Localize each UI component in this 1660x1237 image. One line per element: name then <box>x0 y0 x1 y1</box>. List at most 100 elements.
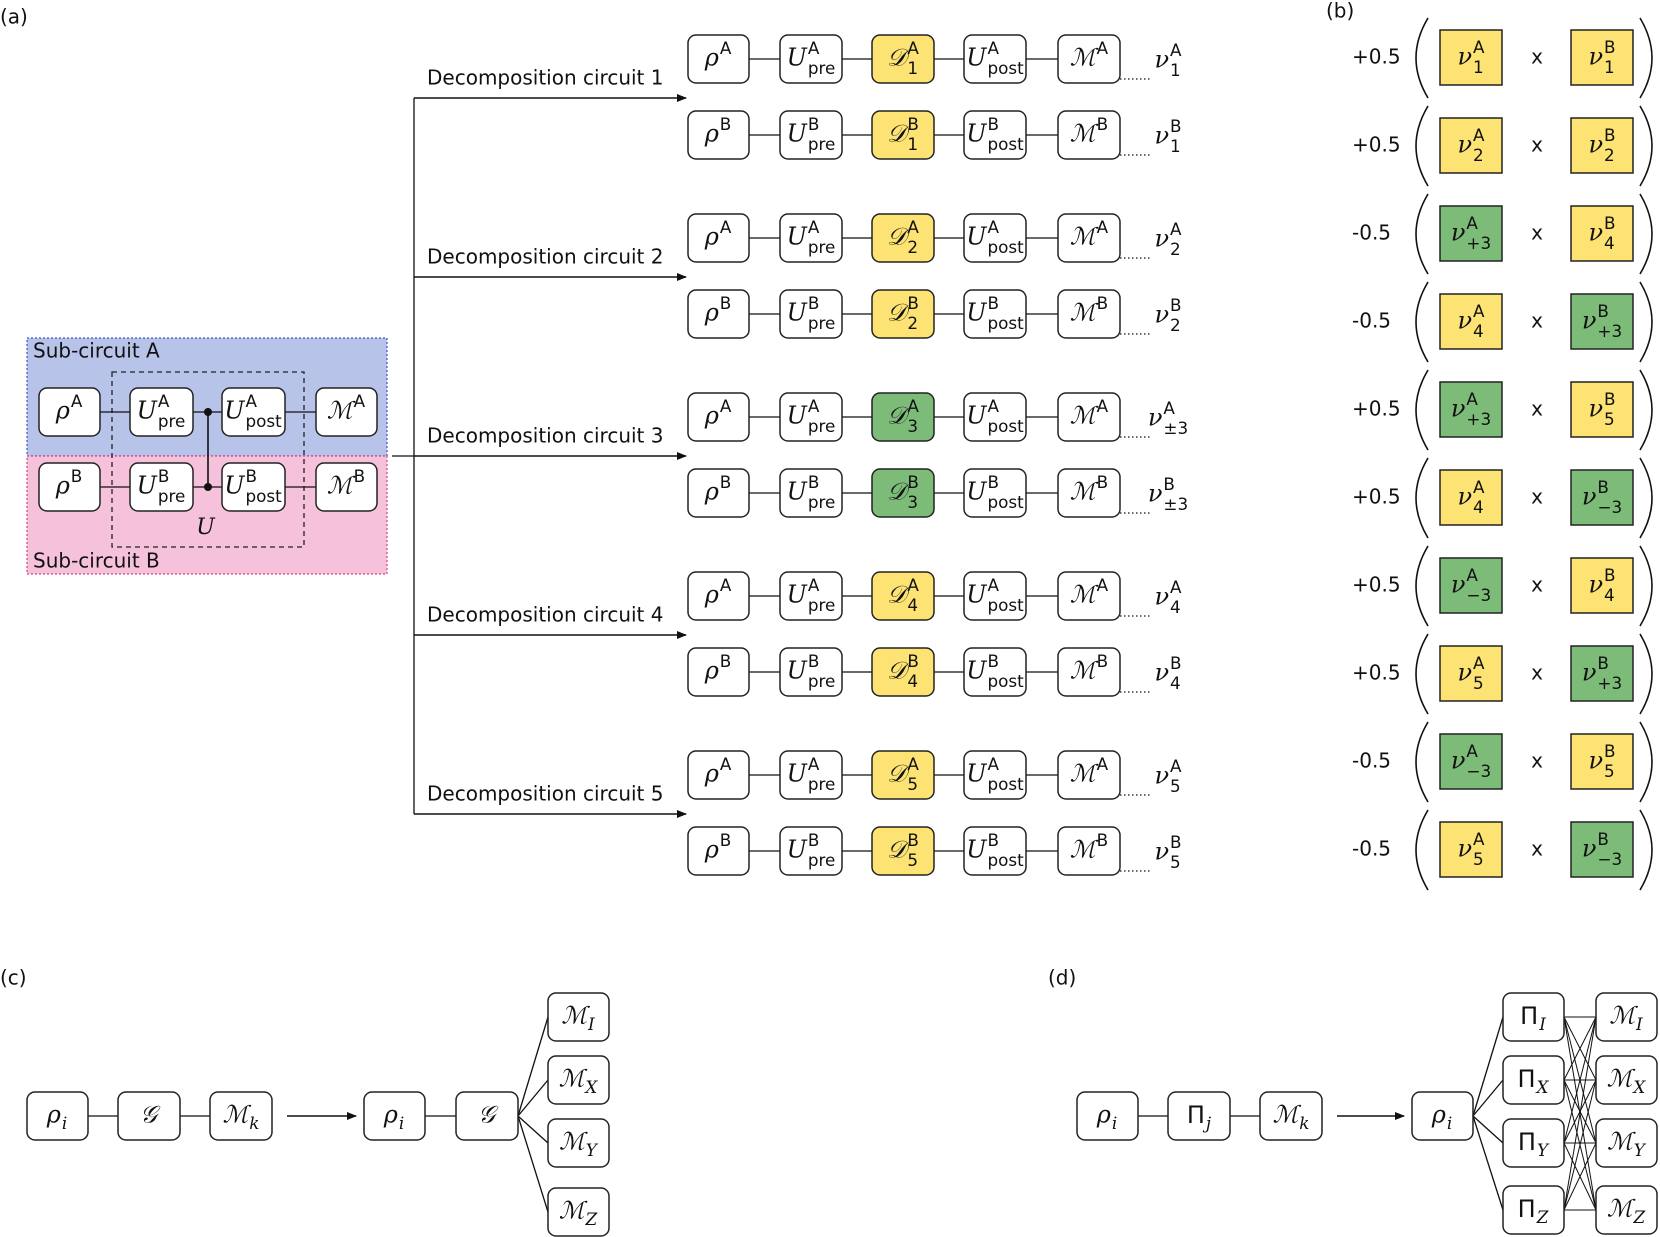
circ4-a-d-superscript: A <box>907 575 919 595</box>
combo-row-6-times: x <box>1531 485 1543 509</box>
combo-row-4-a-term-superscript: A <box>1473 301 1485 321</box>
circ2-b-upost-box <box>963 289 1027 339</box>
combo-row-9-b-box <box>1570 733 1634 790</box>
circ5-a-rho-symbol: ρ <box>704 760 719 788</box>
circ3-a-upre-superscript: A <box>808 396 820 416</box>
combo-row-4-coefficient: -0.5 <box>1352 309 1391 333</box>
orig-upost-b-symbol: U <box>224 472 245 500</box>
c-gate-box <box>117 1091 181 1141</box>
circ4-a-upre-box <box>779 571 843 621</box>
d-meas-subscript: k <box>1299 1113 1309 1133</box>
circ4-b-upost-superscript: B <box>987 651 999 671</box>
combo-row-8-b-box <box>1570 645 1634 702</box>
circ1-a-meas-symbol: ℳ <box>1070 44 1099 72</box>
circ3-b-d-box <box>871 468 935 518</box>
combo-row-7-a-term-symbol: ν <box>1451 571 1466 599</box>
circ5-a-upre-symbol: U <box>787 760 808 788</box>
circ4-a-upost-superscript: A <box>987 575 999 595</box>
d-cross-line-X-I <box>1563 1016 1597 1081</box>
circ4-a-upre-symbol: U <box>787 581 808 609</box>
circ5-a-rho-box <box>687 750 750 800</box>
combo-row-5-right-paren <box>1639 369 1653 451</box>
circ5-b-upre-subscript: pre <box>808 850 836 870</box>
circ5-b-meas-symbol: ℳ <box>1070 836 1099 864</box>
combo-row-1-left-paren <box>1415 17 1429 99</box>
combo-row-1-a-term-symbol: ν <box>1457 43 1472 71</box>
d-rho-box <box>1076 1091 1139 1141</box>
combo-row-7-b-term-superscript: B <box>1604 565 1616 585</box>
circ1-a-upost-box <box>963 34 1027 84</box>
orig-rho-a-superscript: A <box>71 391 83 411</box>
combo-row-5-b-box <box>1570 381 1634 438</box>
combo-row-7-a-term-superscript: A <box>1466 565 1478 585</box>
circ1-a-output-subscript: 1 <box>1170 60 1181 80</box>
d-proj-box <box>1167 1091 1231 1141</box>
circ1-b-meas-box <box>1057 110 1121 160</box>
circ3-a-upre-subscript: pre <box>808 416 836 436</box>
circ2-a-upost-symbol: U <box>966 223 987 251</box>
combo-row-10-coefficient: -0.5 <box>1352 837 1391 861</box>
circ4-a-output-symbol: ν <box>1154 583 1169 611</box>
d-proj-Y-symbol: Π <box>1518 1128 1536 1156</box>
circ4-b-rho-symbol: ρ <box>704 657 719 685</box>
circ2-b-d-box <box>871 289 935 339</box>
c2-gate-symbol: 𝒢 <box>478 1101 499 1129</box>
unitary-label: U <box>196 515 216 540</box>
combo-row-8-coefficient: +0.5 <box>1352 661 1401 685</box>
circ5-b-upre-box <box>779 826 843 876</box>
circ1-a-rho-symbol: ρ <box>704 44 719 72</box>
c-meas-Y-symbol: ℳ <box>559 1128 588 1156</box>
orig-rho-b-symbol: ρ <box>55 472 70 500</box>
d-rho-subscript: i <box>1112 1113 1117 1133</box>
combo-row-9-a-term-subscript: −3 <box>1466 761 1491 781</box>
combo-row-4-times: x <box>1531 309 1543 333</box>
orig-upost-a-box <box>221 387 286 437</box>
d2-rho-subscript: i <box>1447 1113 1452 1133</box>
circ4-b-output-superscript: B <box>1170 653 1182 673</box>
circ5-b-rho-superscript: B <box>720 830 732 850</box>
circ1-b-upost-subscript: post <box>987 134 1024 154</box>
d-cross-line-Z-X <box>1563 1079 1597 1211</box>
orig-rho-a-symbol: ρ <box>55 397 70 425</box>
combo-row-1-a-box <box>1439 29 1503 86</box>
circ3-b-output-superscript: B <box>1163 474 1175 494</box>
panel-label-c: (c) <box>0 966 27 990</box>
orig-upre-a-symbol: U <box>137 397 158 425</box>
circ2-a-output-subscript: 2 <box>1170 239 1181 259</box>
combo-row-2-a-term-symbol: ν <box>1457 131 1472 159</box>
combo-row-10-b-box <box>1570 821 1634 878</box>
combo-row-2-left-paren <box>1415 105 1429 187</box>
combo-row-7-b-box <box>1570 557 1634 614</box>
circuit-title-5: Decomposition circuit 5 <box>427 782 663 806</box>
combo-row-6-right-paren <box>1639 457 1653 539</box>
combo-row-7-coefficient: +0.5 <box>1352 573 1401 597</box>
combo-row-2-b-term-subscript: 2 <box>1604 145 1615 165</box>
d-proj-I-subscript: I <box>1538 1014 1546 1034</box>
